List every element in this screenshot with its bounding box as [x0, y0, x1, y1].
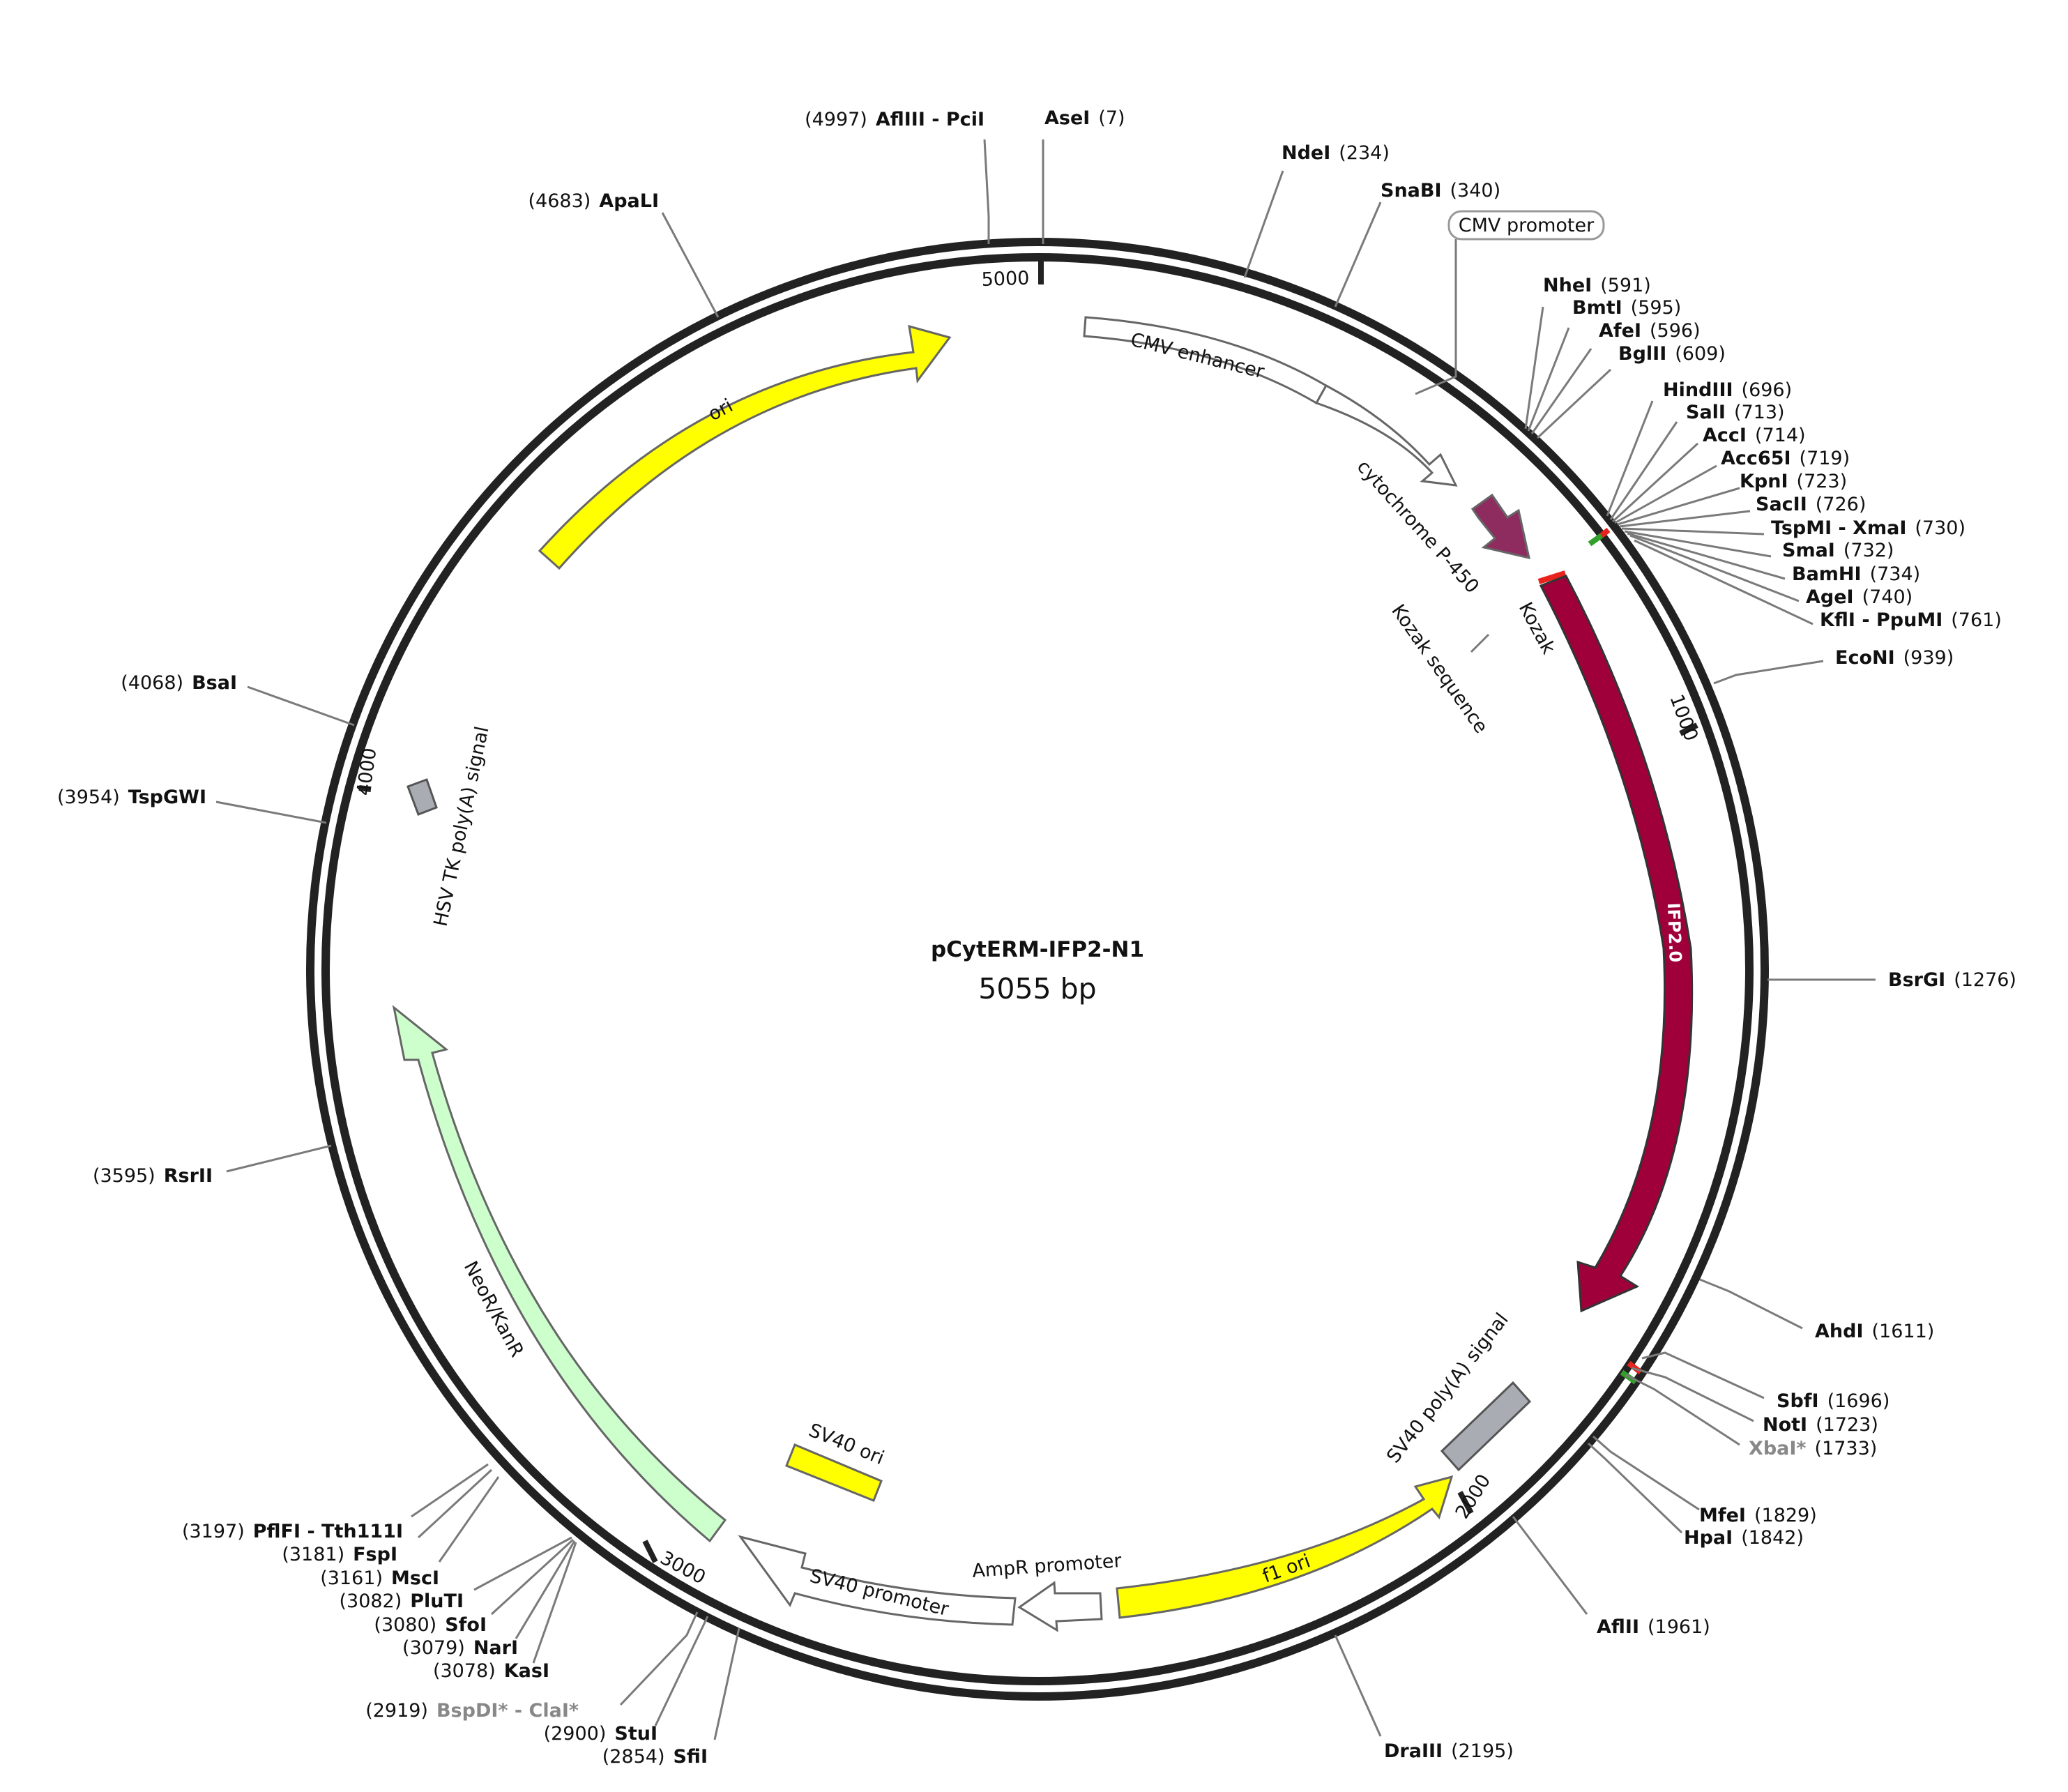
site-snabi: SnaBI(340) — [1381, 180, 1500, 202]
tick-marks — [358, 258, 1698, 1563]
kozak-sequence-label: Kozak sequence — [1387, 600, 1491, 737]
feature-cytochrome-p450-arrow — [1470, 493, 1530, 559]
sites-right: AseI(7) NdeI(234) SnaBI(340) NheI(591) B… — [1042, 107, 2016, 1762]
site-bmti: BmtI(595) — [1572, 297, 1681, 319]
site-tspmi-xmai: TspMI - XmaI(730) — [1771, 517, 1966, 539]
tick-1000 — [1679, 722, 1698, 736]
site-msci: (3161)MscI — [320, 1567, 439, 1589]
site-ndei: NdeI(234) — [1282, 142, 1390, 164]
site-nari: (3079)NarI — [402, 1637, 518, 1659]
cmv-promoter-callout: CMV promoter — [1415, 210, 1605, 395]
site-acci: AccI(714) — [1703, 425, 1806, 446]
site-noti: NotI(1723) — [1763, 1414, 1878, 1436]
feature-sv40-polya-box — [1440, 1381, 1532, 1472]
site-draiii: DraIII(2195) — [1384, 1740, 1514, 1762]
site-kfli-ppumi: KflI - PpuMI(761) — [1820, 609, 2002, 631]
tick-label-5000: 5000 — [981, 268, 1030, 291]
site-mfei: MfeI(1829) — [1699, 1505, 1817, 1526]
feature-hsv-tk-polya-label: HSV TK poly(A) signal — [430, 724, 494, 928]
feature-hsv-tk-polya-box — [406, 778, 438, 816]
site-fspi: (3181)FspI — [282, 1544, 397, 1565]
site-afliii-pcii: (4997)AflIII - PciI — [805, 109, 984, 130]
site-sbfi: SbfI(1696) — [1777, 1390, 1890, 1412]
feature-ampr-promoter-arrow — [1017, 1581, 1103, 1632]
feature-cytochrome-p450-label: cytochrome P-450 — [1353, 456, 1483, 598]
site-bamhi: BamHI(734) — [1792, 563, 1920, 585]
site-tspgwi: (3954)TspGWI — [57, 787, 206, 808]
site-asei: AseI(7) — [1044, 107, 1125, 129]
site-agei: AgeI(740) — [1806, 586, 1913, 608]
site-sfoi: (3080)SfoI — [374, 1614, 487, 1636]
site-smai: SmaI(732) — [1782, 540, 1894, 561]
site-rsrii: (3595)RsrII — [93, 1165, 213, 1187]
feature-sv40-polya-label: SV40 poly(A) signal — [1383, 1309, 1513, 1467]
feature-f1-ori-arrow — [1116, 1475, 1454, 1619]
site-hindiii: HindIII(696) — [1663, 379, 1792, 401]
plasmid-length: 5055 bp — [978, 972, 1096, 1005]
site-nhei: NheI(591) — [1543, 275, 1651, 296]
feature-ampr-promoter-label: AmpR promoter — [971, 1550, 1123, 1582]
site-bsai: (4068)BsaI — [121, 672, 237, 694]
site-pluti: (3082)PluTI — [339, 1590, 464, 1612]
tick-4000 — [358, 785, 372, 792]
feature-sv40-ori-box — [785, 1443, 883, 1502]
svg-text:CMV promoter: CMV promoter — [1459, 215, 1595, 236]
site-xbai: XbaI*(1733) — [1749, 1438, 1877, 1459]
site-acc65i: Acc65I(719) — [1721, 448, 1850, 469]
site-bspdi-clai: (2919)BspDI* - ClaI* — [365, 1700, 579, 1722]
site-sfii: (2854)SfiI — [602, 1746, 708, 1768]
backbone — [306, 238, 1769, 1701]
site-sali: SalI(713) — [1686, 402, 1785, 423]
site-stui: (2900)StuI — [544, 1723, 657, 1745]
feature-ifp2-label: IFP2.0 — [1664, 902, 1685, 962]
feature-ifp2-arrow — [1539, 575, 1694, 1313]
site-aflii: AflII(1961) — [1597, 1616, 1710, 1638]
feature-kozak-mark — [1537, 570, 1567, 584]
site-econi: EcoNI(939) — [1835, 647, 1954, 669]
site-afei: AfeI(596) — [1599, 320, 1701, 342]
site-bglii: BglII(609) — [1618, 343, 1726, 365]
site-bsrgi: BsrGI(1276) — [1888, 969, 2016, 991]
feature-neokanr-arrow — [392, 1005, 727, 1543]
plasmid-name: pCytERM-IFP2-N1 — [931, 937, 1144, 962]
site-kasi: (3078)KasI — [433, 1660, 549, 1682]
site-hpai: HpaI(1842) — [1684, 1527, 1804, 1549]
feature-ori-arrow — [538, 324, 952, 570]
site-ahdi: AhdI(1611) — [1815, 1321, 1934, 1342]
sites-left: (4997)AflIII - PciI (4683)ApaLI (4068)Bs… — [57, 109, 990, 1768]
feature-sv40-promoter-arrow — [738, 1535, 1017, 1626]
tick-2000 — [1457, 1491, 1474, 1514]
feature-cmv-promoter-arrow — [1314, 384, 1458, 487]
site-apali: (4683)ApaLI — [529, 190, 659, 212]
site-kpni: KpnI(723) — [1740, 471, 1847, 492]
tick-3000 — [642, 1540, 658, 1563]
site-sacii: SacII(726) — [1756, 494, 1866, 515]
site-pflfi-tth111i: (3197)PflFI - Tth111I — [182, 1521, 403, 1542]
